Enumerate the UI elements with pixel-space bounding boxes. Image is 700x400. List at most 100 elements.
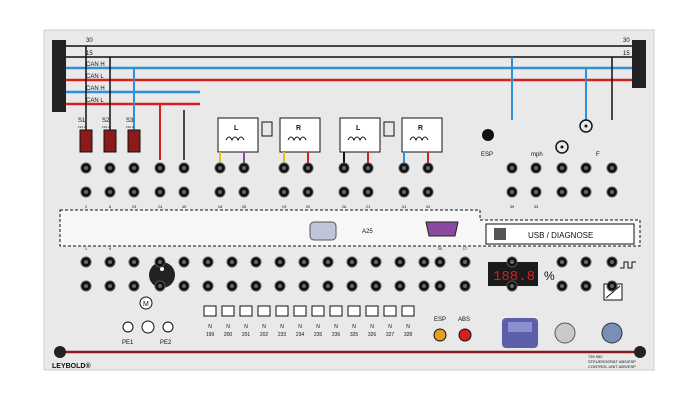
relay-number: 201 <box>242 332 251 338</box>
svg-text:N: N <box>352 324 356 330</box>
mid-socket-hole <box>610 284 614 288</box>
valve-relay[interactable]: N 325 <box>347 305 361 338</box>
bus-30-left: 30 <box>86 38 93 44</box>
fuse-s2[interactable]: S2 F10 A <box>102 118 117 153</box>
top-socket-hole <box>218 190 222 194</box>
top-socket-hole <box>242 166 246 170</box>
mid-socket-hole <box>158 260 162 264</box>
bus-line-label: CAN H <box>86 62 105 68</box>
valve-relay[interactable]: N 328 <box>401 305 415 338</box>
sensor-icon <box>309 221 337 241</box>
mid-socket-hole <box>182 260 186 264</box>
mph-label: mph <box>531 152 543 158</box>
relay-number: 328 <box>404 332 413 338</box>
pin-number: 26 <box>342 204 347 209</box>
top-socket-hole <box>84 190 88 194</box>
fuse-s3[interactable]: S3 F10 A <box>126 118 141 153</box>
pin-number: 34 <box>426 204 431 209</box>
pin-number: 31 <box>402 204 407 209</box>
svg-text:N: N <box>298 324 302 330</box>
mid-socket-hole <box>560 260 564 264</box>
relay-number: 326 <box>368 332 377 338</box>
mid-socket-hole <box>132 260 136 264</box>
mid-socket-hole <box>302 260 306 264</box>
relay-number: 236 <box>332 332 341 338</box>
motor-knob[interactable] <box>149 262 175 288</box>
relay-number: 202 <box>260 332 269 338</box>
pin-number: 1 <box>85 246 88 251</box>
svg-text:N: N <box>334 324 338 330</box>
top-socket-hole <box>402 190 406 194</box>
mid-socket-hole <box>584 260 588 264</box>
fuse-s1[interactable]: S1 F10 A <box>78 118 93 153</box>
brand-logo: LEYBOLD® <box>52 362 91 370</box>
usb-label: USB / DIAGNOSE <box>528 231 593 240</box>
svg-text:N: N <box>406 324 410 330</box>
mid-socket-hole <box>510 284 514 288</box>
mid-socket-hole <box>422 260 426 264</box>
footer-text: 739 950 <box>588 354 603 359</box>
relay-number: 327 <box>386 332 395 338</box>
mid-socket-hole <box>230 260 234 264</box>
wheel-speed-sensor-icon <box>601 322 623 344</box>
top-socket-hole <box>158 190 162 194</box>
mid-socket-hole <box>278 260 282 264</box>
mid-socket-hole <box>278 284 282 288</box>
relay-number: 234 <box>296 332 305 338</box>
mid-socket-hole <box>84 260 88 264</box>
lamp-box: R <box>279 117 321 153</box>
mid-socket-hole <box>206 284 210 288</box>
lamp-box: L <box>217 117 273 153</box>
svg-text:M: M <box>143 301 149 308</box>
bus-drop-wires <box>85 46 613 160</box>
relay-number: 325 <box>350 332 359 338</box>
mid-socket-hole <box>398 260 402 264</box>
fuse-rating: F10 A <box>102 125 110 129</box>
pe2-label: PE2 <box>160 340 172 346</box>
motor-icon: M <box>139 296 153 310</box>
esp-switch[interactable]: ESP <box>481 129 494 158</box>
bus-line-label: CAN H <box>86 86 105 92</box>
top-socket-hole <box>306 190 310 194</box>
fuse-label: S2 <box>102 118 110 124</box>
usb-diagnose-box: USB / DIAGNOSE <box>485 223 635 245</box>
hydraulic-unit-image <box>502 318 538 348</box>
footer-text: CONTROL UNIT ABS/ESP <box>588 364 636 369</box>
top-socket-hole <box>560 166 564 170</box>
relay-number: 199 <box>206 332 215 338</box>
mid-socket-hole <box>108 284 112 288</box>
ground-terminal-left[interactable] <box>54 346 66 358</box>
pin-number: 19 <box>282 204 287 209</box>
ground-terminal-right[interactable] <box>634 346 646 358</box>
usb-port-icon <box>494 228 506 240</box>
lamp-side: L <box>234 125 239 132</box>
mid-socket-hole <box>350 284 354 288</box>
percent-display: 188.8 % <box>488 262 555 286</box>
pin-number: 20 <box>438 246 443 251</box>
module-label: A25 <box>362 229 373 235</box>
bus-30-right: 30 <box>623 38 630 44</box>
top-socket-hole <box>282 190 286 194</box>
relay-number: 200 <box>224 332 233 338</box>
valve-relay[interactable]: N 236 <box>329 305 343 338</box>
pin-number: 33 <box>534 204 539 209</box>
mid-socket-hole <box>206 260 210 264</box>
svg-text:N: N <box>316 324 320 330</box>
top-socket-hole <box>510 190 514 194</box>
top-socket-hole <box>610 190 614 194</box>
mid-socket-hole <box>463 260 467 264</box>
mid-socket-hole <box>374 260 378 264</box>
mid-socket-hole <box>438 260 442 264</box>
top-socket-hole <box>108 190 112 194</box>
car-icon <box>383 121 395 137</box>
diagnostic-port[interactable] <box>425 221 459 237</box>
valve-relay[interactable]: N 234 <box>293 305 307 338</box>
